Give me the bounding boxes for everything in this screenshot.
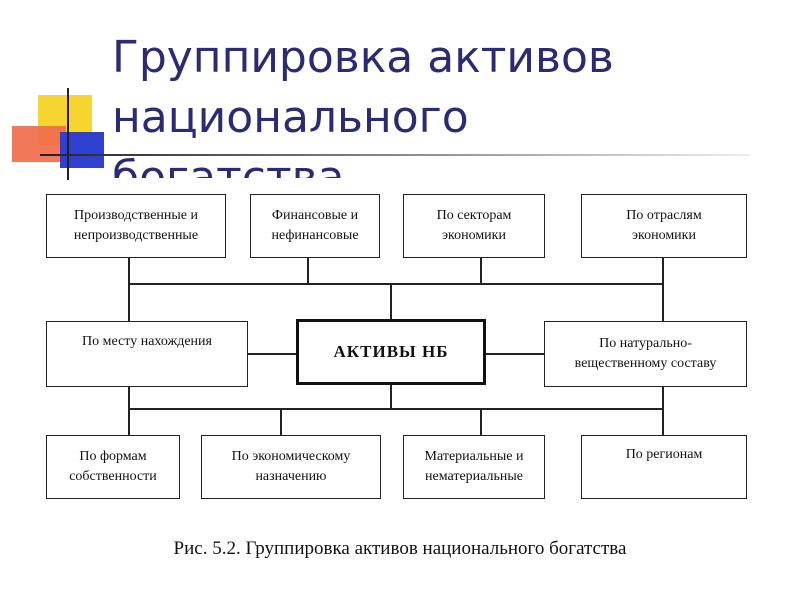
box-text-line: По отраслям — [626, 208, 702, 223]
slide-title-line-1: Группировка активов — [112, 32, 614, 83]
slide-title: Группировка активов национального богатс… — [112, 28, 752, 178]
box-text-line: Финансовые и — [271, 208, 359, 223]
connector-bottom-3 — [480, 408, 482, 435]
connector-right-to-bottom — [662, 387, 664, 409]
connector-bottom-2 — [280, 408, 282, 435]
box-by-material-composition: По натурально-вещественному составу — [544, 321, 747, 387]
connector-top-to-center — [390, 283, 392, 319]
connector-center-to-bottom — [390, 385, 392, 409]
connector-top-1 — [128, 258, 130, 284]
connector-top-2 — [307, 258, 309, 284]
box-text-line: Производственные и — [73, 208, 199, 223]
box-text-line: назначению — [255, 469, 327, 484]
box-text-line: собственности — [69, 469, 157, 484]
box-by-location: По месту нахождения — [46, 321, 248, 387]
connector-top-4 — [662, 258, 664, 284]
box-text-line: вещественному составу — [574, 356, 717, 371]
connector-left-center — [248, 353, 296, 355]
connector-top-3 — [480, 258, 482, 284]
box-text-line: нефинансовые — [271, 228, 359, 243]
box-tangible-intangible: Материальные и нематериальные — [403, 435, 545, 499]
box-production-nonproduction: Производственные и непроизводственные — [46, 194, 226, 258]
box-text-line: По натурально- — [599, 336, 692, 351]
connector-bottom-4 — [662, 408, 664, 435]
center-label: АКТИВЫ НБ — [333, 342, 449, 361]
box-center-assets: АКТИВЫ НБ — [296, 319, 486, 385]
box-text-line: По экономическому — [231, 449, 351, 464]
box-text-line: По месту нахождения — [82, 334, 212, 349]
box-by-sectors: По секторам экономики — [403, 194, 545, 258]
box-text-line: Материальные и — [424, 449, 524, 464]
box-text-line: непроизводственные — [73, 228, 199, 243]
connector-top-to-left — [128, 283, 130, 321]
box-text-line: нематериальные — [425, 469, 523, 484]
slide-title-line-2: национального — [112, 92, 469, 143]
box-text-line: По формам — [79, 449, 147, 464]
figure-caption: Рис. 5.2. Группировка активов национальн… — [173, 538, 627, 559]
decor-red-square — [12, 126, 66, 162]
connector-bottom-bus — [128, 408, 664, 410]
connector-center-right — [486, 353, 544, 355]
decor-horizontal-line — [40, 154, 750, 156]
box-by-economic-purpose: По экономическому назначению — [201, 435, 381, 499]
box-text-line: По секторам — [436, 208, 512, 223]
box-text-line: экономики — [632, 228, 696, 243]
connector-left-to-bottom — [128, 387, 130, 409]
box-text-line: По регионам — [625, 447, 703, 462]
box-text-line: экономики — [442, 228, 506, 243]
connector-bottom-1 — [128, 408, 130, 435]
slide-title-line-3: богатства — [112, 152, 345, 178]
connector-top-bus — [128, 283, 664, 285]
connector-top-to-right — [662, 283, 664, 321]
box-by-ownership: По формам собственности — [46, 435, 180, 499]
box-by-industries: По отраслям экономики — [581, 194, 747, 258]
box-by-regions: По регионам — [581, 435, 747, 499]
decor-vertical-line — [67, 88, 69, 180]
box-financial-nonfinancial: Финансовые и нефинансовые — [250, 194, 380, 258]
